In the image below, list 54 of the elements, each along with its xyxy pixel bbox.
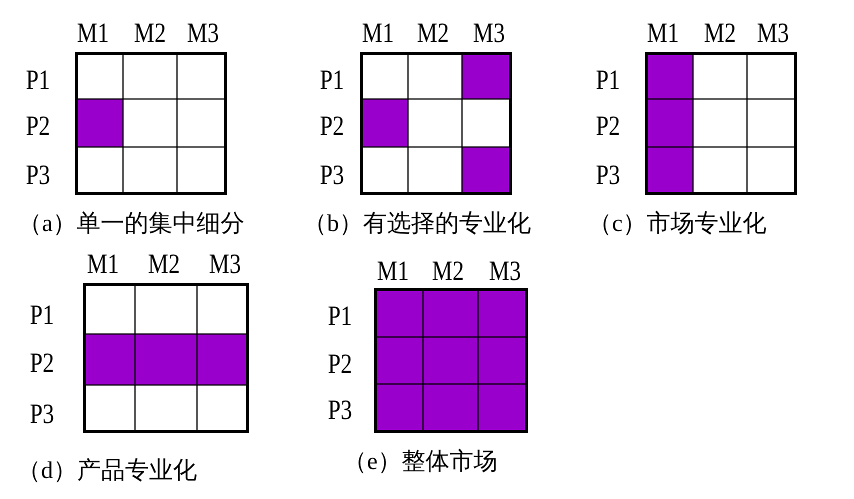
- shaded-cell: [377, 384, 423, 430]
- column-label: M2: [148, 251, 180, 279]
- shaded-cell: [462, 55, 509, 99]
- row-label: P3: [26, 162, 50, 190]
- shaded-cell: [648, 99, 693, 147]
- shaded-cell: [478, 337, 525, 384]
- shaded-cell: [478, 384, 525, 430]
- column-label: M3: [757, 20, 789, 48]
- figure-caption: （a）单一的集中细分: [18, 212, 245, 236]
- column-label: M1: [362, 20, 394, 48]
- row-label: P2: [26, 113, 50, 141]
- shaded-cell: [478, 291, 525, 337]
- row-label: P3: [320, 162, 344, 190]
- column-label: M1: [647, 20, 679, 48]
- shaded-cell: [363, 99, 408, 147]
- shaded-cell: [135, 334, 197, 385]
- shaded-cell: [197, 334, 246, 385]
- shaded-cell: [78, 99, 123, 147]
- shaded-cell: [377, 291, 423, 337]
- row-label: P3: [30, 401, 54, 429]
- row-label: P2: [30, 350, 54, 378]
- row-label: P2: [328, 351, 352, 379]
- column-label: M1: [77, 20, 109, 48]
- shaded-cell: [462, 147, 509, 192]
- row-label: P2: [320, 113, 344, 141]
- row-label: P1: [320, 67, 344, 95]
- shaded-cell: [423, 291, 478, 337]
- column-label: M2: [134, 20, 166, 48]
- shaded-cell: [648, 55, 693, 99]
- column-label: M3: [489, 258, 521, 286]
- figure-caption: （b）有选择的专业化: [303, 212, 531, 236]
- row-label: P1: [328, 303, 352, 331]
- shaded-cell: [423, 384, 478, 430]
- figure-caption: （c）市场专业化: [588, 212, 767, 236]
- column-label: M3: [473, 20, 505, 48]
- figure-caption: （d）产品专业化: [17, 459, 197, 483]
- row-label: P1: [596, 67, 620, 95]
- shaded-cell: [423, 337, 478, 384]
- figure-caption: （e）整体市场: [343, 450, 498, 474]
- column-label: M3: [187, 20, 219, 48]
- shaded-cell: [86, 334, 135, 385]
- column-label: M3: [209, 251, 241, 279]
- shaded-cell: [648, 147, 693, 192]
- row-label: P3: [328, 397, 352, 425]
- row-label: P1: [26, 67, 50, 95]
- column-label: M1: [87, 251, 119, 279]
- row-label: P2: [596, 113, 620, 141]
- column-label: M2: [417, 20, 449, 48]
- column-label: M2: [704, 20, 736, 48]
- row-label: P1: [30, 302, 54, 330]
- row-label: P3: [596, 162, 620, 190]
- column-label: M1: [377, 258, 409, 286]
- shaded-cell: [377, 337, 423, 384]
- column-label: M2: [432, 258, 464, 286]
